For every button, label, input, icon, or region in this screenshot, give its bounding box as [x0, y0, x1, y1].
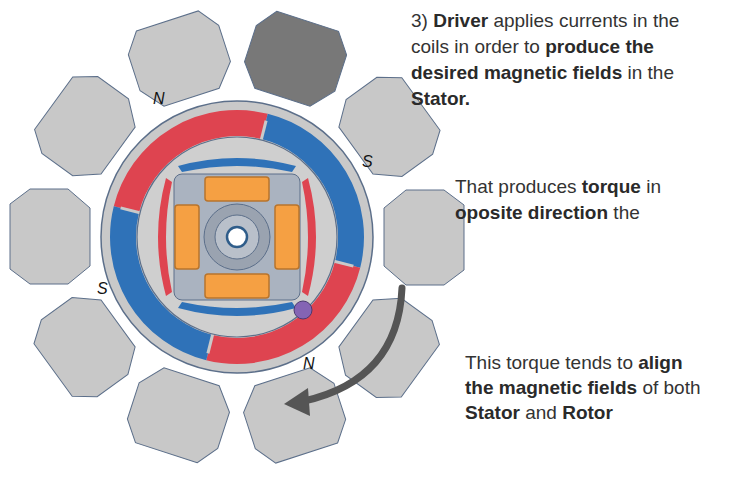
stator-body: [101, 101, 373, 373]
bold-word: torque: [582, 176, 641, 197]
torque-note: That produces torque in oposite directio…: [455, 174, 717, 226]
align-note: This torque tends to align the magnetic …: [465, 350, 705, 425]
bold-word: magnetic: [484, 62, 567, 83]
torque-arrow: [304, 288, 402, 401]
rotor-magnet: [158, 178, 172, 296]
active-tooth: [238, 7, 353, 112]
hub-ring: [215, 215, 259, 259]
shaft-hole: [227, 227, 247, 247]
coils: [175, 177, 299, 298]
bold-word: produce: [545, 36, 620, 57]
rotor-magnet: [178, 158, 296, 172]
bold-word: fields: [573, 62, 623, 83]
air-gap: [137, 137, 337, 337]
bold-word: direction: [528, 202, 608, 223]
bold-word: Rotor: [562, 402, 613, 423]
pole-letter: S: [97, 280, 108, 298]
bold-word: Stator.: [411, 88, 470, 109]
bold-word: Driver: [433, 10, 488, 31]
stator-field-ring: [123, 123, 351, 351]
torque-arrowhead: [284, 388, 310, 416]
stator-teeth: [10, 6, 464, 467]
bold-word: fields: [587, 377, 637, 398]
pole-letter: N: [303, 355, 315, 373]
bold-word: align: [638, 352, 682, 373]
position-marker: [294, 301, 312, 319]
rotor-magnet: [302, 178, 316, 296]
bold-word: the: [465, 377, 494, 398]
bold-word: magnetic: [499, 377, 582, 398]
inner-core: [174, 174, 300, 300]
ring-gaps: [121, 121, 354, 354]
pole-letter: S: [362, 153, 373, 171]
bold-word: the: [625, 36, 654, 57]
hub: [204, 204, 270, 270]
bold-word: Stator: [465, 402, 520, 423]
rotor-magnet: [178, 302, 296, 316]
bold-word: oposite: [455, 202, 523, 223]
bold-word: desired: [411, 62, 479, 83]
step-description: 3) Driver applies currents in the coils …: [411, 8, 719, 112]
pole-letter: N: [153, 90, 165, 108]
